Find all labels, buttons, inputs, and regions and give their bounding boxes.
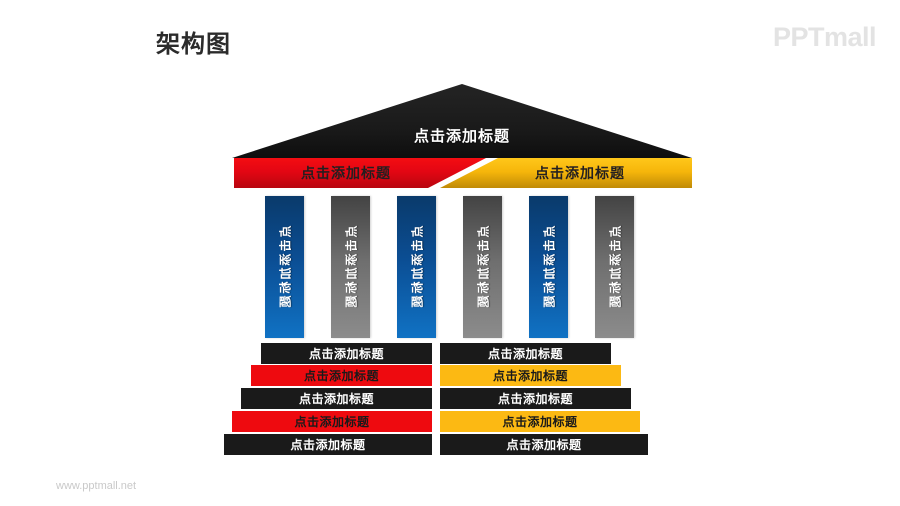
column-5[interactable]: 点击添加标题 (529, 196, 568, 338)
step-right-4-label: 点击添加标题 (502, 415, 578, 429)
step-left-5-label: 点击添加标题 (290, 438, 366, 452)
band-left-label: 点击添加标题 (301, 165, 391, 181)
roof-triangle-shape (232, 84, 692, 158)
column-4-label: 点击添加标题 (476, 224, 491, 310)
roof-pediment[interactable]: 点击添加标题 (232, 84, 692, 158)
step-left-5[interactable]: 点击添加标题 (224, 434, 432, 455)
column-6[interactable]: 点击添加标题 (595, 196, 634, 338)
architrave-band: 点击添加标题 点击添加标题 (234, 158, 692, 188)
step-left-1-label: 点击添加标题 (308, 347, 384, 361)
step-left-1[interactable]: 点击添加标题 (261, 343, 432, 364)
step-left-4[interactable]: 点击添加标题 (232, 411, 432, 432)
band-right-label: 点击添加标题 (535, 165, 625, 181)
step-right-2-label: 点击添加标题 (492, 369, 568, 383)
column-3[interactable]: 点击添加标题 (397, 196, 436, 338)
step-right-5[interactable]: 点击添加标题 (440, 434, 648, 455)
column-5-label: 点击添加标题 (542, 224, 557, 310)
step-right-3[interactable]: 点击添加标题 (440, 388, 631, 409)
step-left-2-label: 点击添加标题 (303, 369, 379, 383)
step-right-5-label: 点击添加标题 (506, 438, 582, 452)
column-1-label: 点击添加标题 (278, 224, 293, 310)
step-left-2[interactable]: 点击添加标题 (251, 365, 432, 386)
column-4[interactable]: 点击添加标题 (463, 196, 502, 338)
step-left-3-label: 点击添加标题 (298, 392, 374, 406)
step-left-4-label: 点击添加标题 (294, 415, 370, 429)
column-3-label: 点击添加标题 (410, 224, 425, 310)
band-right-gold[interactable]: 点击添加标题 (440, 158, 692, 188)
step-right-1-label: 点击添加标题 (487, 347, 563, 361)
step-right-1[interactable]: 点击添加标题 (440, 343, 611, 364)
step-right-2[interactable]: 点击添加标题 (440, 365, 621, 386)
base-steps: 点击添加标题 点击添加标题 点击添加标题 点击添加标题 点击添加标题 点击添加标… (0, 343, 900, 461)
column-6-label: 点击添加标题 (608, 224, 623, 310)
column-1[interactable]: 点击添加标题 (265, 196, 304, 338)
column-2[interactable]: 点击添加标题 (331, 196, 370, 338)
pptmall-logo: PPTmall (772, 22, 877, 52)
band-left-red[interactable]: 点击添加标题 (234, 158, 486, 188)
step-right-4[interactable]: 点击添加标题 (440, 411, 640, 432)
step-right-3-label: 点击添加标题 (497, 392, 573, 406)
page-title: 架构图 (156, 31, 231, 58)
footer-url: www.pptmall.net (56, 480, 137, 492)
step-left-3[interactable]: 点击添加标题 (241, 388, 432, 409)
column-group: 点击添加标题 点击添加标题 点击添加标题 点击添加标题 点击添加标题 点击添加标… (265, 196, 665, 338)
column-2-label: 点击添加标题 (344, 224, 359, 310)
